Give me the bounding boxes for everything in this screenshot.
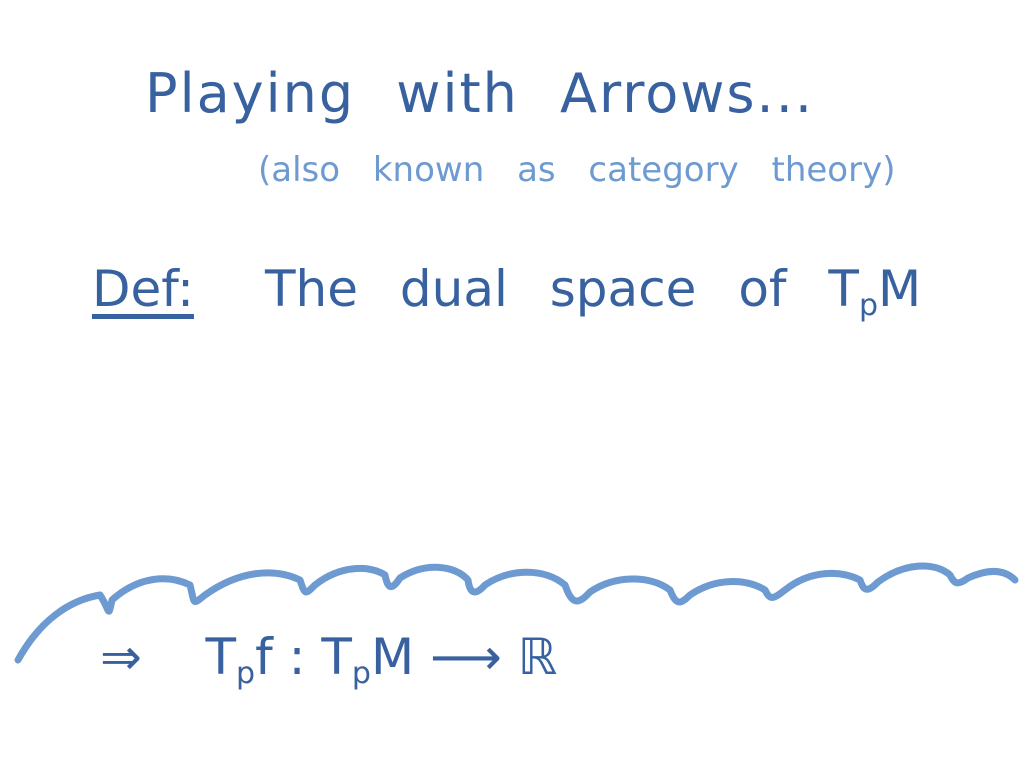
symbol-sub-p: p — [236, 656, 256, 691]
symbol-m: M — [878, 260, 922, 318]
symbol-sub-p: p — [858, 288, 879, 323]
reals-symbol: ℝ — [517, 628, 558, 686]
page-title: Playing with Arrows... — [145, 62, 815, 125]
symbol-f: f — [255, 628, 273, 686]
symbol-sub-p: p — [351, 656, 371, 691]
implies-symbol: ⇒ — [100, 628, 142, 686]
differential-symbol: Tpf — [205, 628, 273, 691]
arrow-icon: ⟶ — [430, 628, 502, 686]
definition-text: The dual space of TpM — [265, 260, 921, 323]
tangent-space-symbol: TpM — [828, 260, 922, 323]
result-statement: ⇒ Tpf : TpM ⟶ ℝ — [100, 628, 557, 691]
subtitle: (also known as category theory) — [258, 150, 896, 190]
domain-symbol: TpM — [321, 628, 415, 691]
symbol-m: M — [370, 628, 415, 686]
symbol-t: T — [828, 260, 859, 318]
colon: : — [288, 628, 306, 686]
definition-phrase: The dual space of — [265, 260, 787, 318]
symbol-t: T — [205, 628, 237, 686]
symbol-t: T — [321, 628, 352, 686]
definition-label: Def: — [92, 260, 194, 318]
